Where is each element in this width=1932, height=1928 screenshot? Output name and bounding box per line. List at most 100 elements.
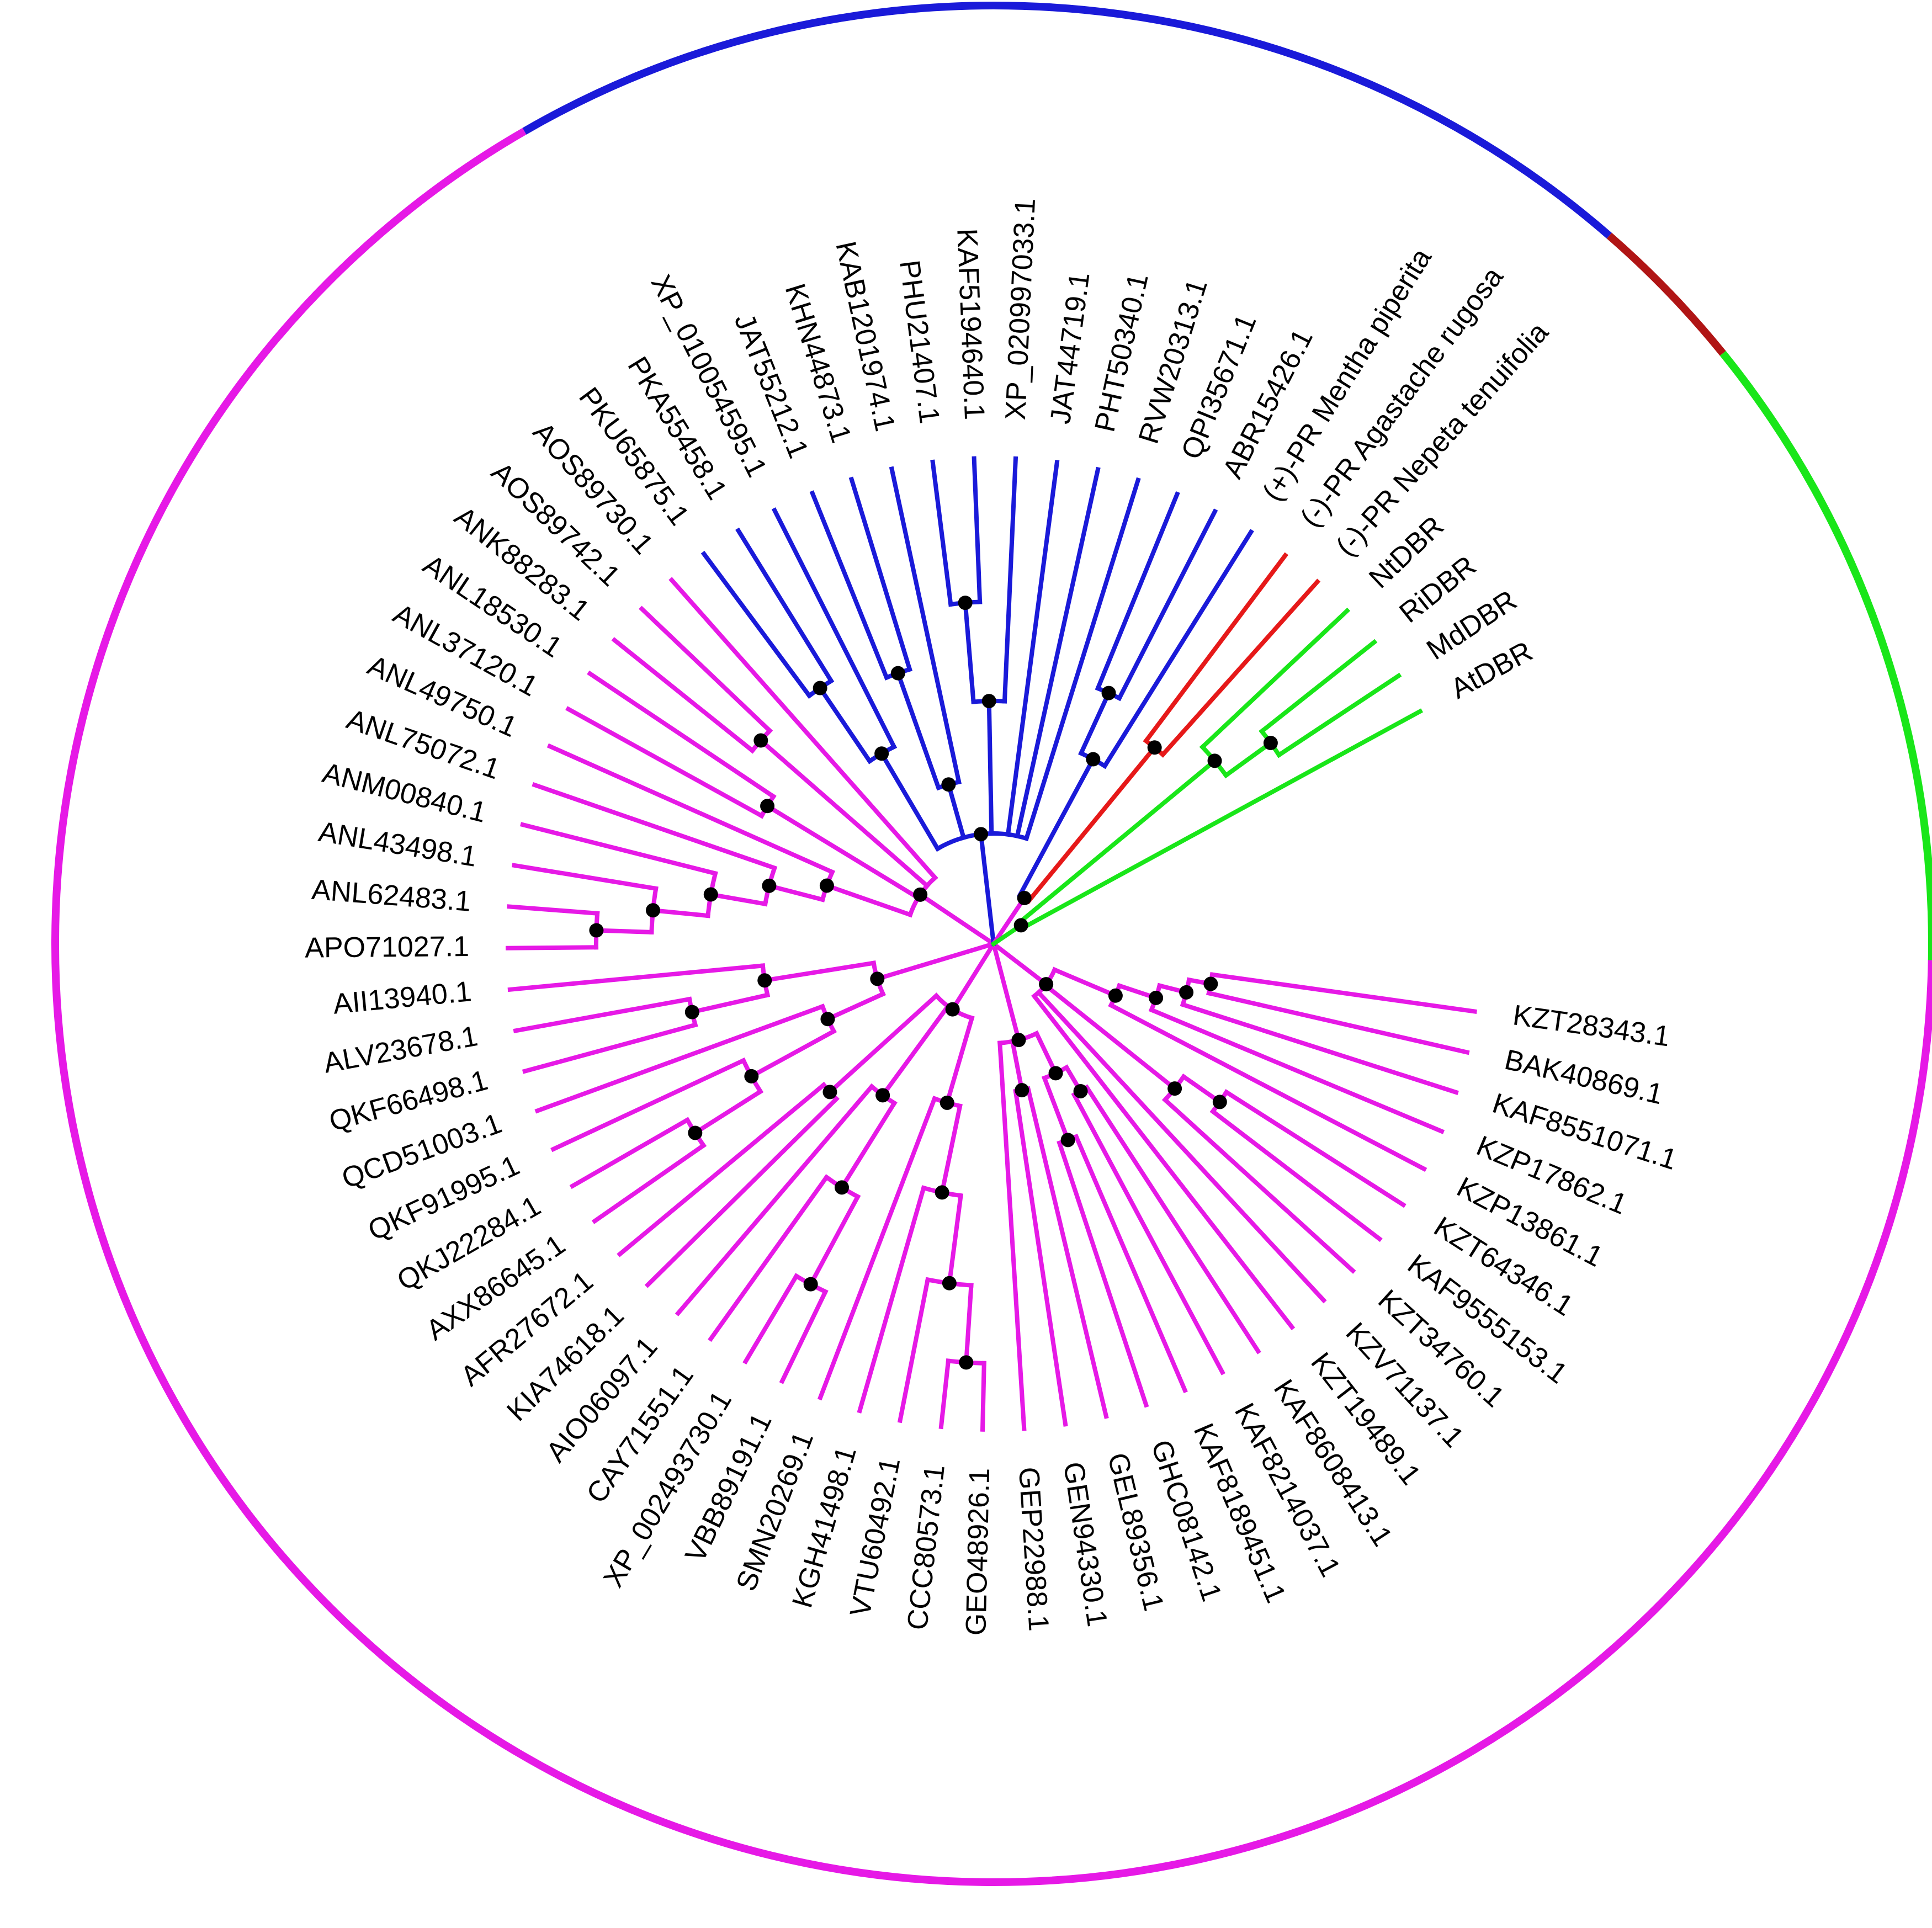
internal-branch (990, 941, 1049, 987)
tip-branch (1084, 1084, 1261, 1355)
tip-branch (644, 1096, 840, 1288)
ring-segment-blue (522, 2, 1612, 239)
internal-branch (1033, 1030, 1059, 1076)
tip-branch (550, 1057, 747, 1152)
tip-branch (708, 1174, 830, 1342)
node-marker (958, 596, 973, 610)
internal-branch (762, 960, 877, 983)
tip-branch (532, 782, 778, 871)
tip-branch (505, 945, 599, 950)
leaf-label: KAF5194640.1 (951, 228, 990, 421)
internal-branch (1052, 966, 1119, 999)
node-marker (1167, 1081, 1182, 1096)
node-marker (1263, 736, 1278, 751)
internal-branch (1223, 740, 1274, 779)
node-marker (1073, 1083, 1088, 1098)
node-marker (589, 923, 604, 938)
tip-branch (522, 1022, 698, 1074)
node-marker (1060, 1133, 1075, 1148)
tip-branch (889, 466, 962, 785)
node-marker (1011, 1033, 1026, 1048)
tip-branch (569, 1117, 691, 1189)
node-marker (803, 1277, 818, 1292)
node-marker (760, 799, 775, 814)
internal-branch (825, 991, 886, 1022)
internal-branch (808, 1193, 861, 1288)
node-markers (589, 596, 1278, 1370)
tip-branch (1073, 1134, 1188, 1394)
tip-branch (1025, 1086, 1109, 1419)
ring-segment-green (1719, 350, 1932, 960)
internal-branch (1010, 1039, 1025, 1093)
tip-branch (1015, 466, 1101, 839)
tip-branch (1206, 990, 1470, 1055)
tip-branch (1023, 477, 1141, 842)
node-marker (981, 694, 996, 709)
internal-branch (594, 928, 654, 935)
tip-branch (639, 606, 773, 734)
node-marker (945, 1002, 960, 1017)
node-marker (1015, 1083, 1029, 1098)
tip-branch (742, 1273, 800, 1365)
node-marker (819, 878, 834, 893)
internal-branch (708, 891, 768, 907)
node-marker (1017, 890, 1032, 905)
tip-branch (897, 1277, 931, 1424)
node-marker (913, 887, 928, 902)
tip-branch (1116, 508, 1218, 702)
leaf-label: JAT44719.1 (1044, 270, 1096, 426)
internal-branch (817, 685, 873, 764)
tip-branch (809, 490, 890, 681)
tip-branch (1005, 460, 1060, 837)
tip-branch (1209, 1108, 1383, 1242)
internal-branch (1042, 982, 1178, 1092)
node-marker (1013, 918, 1028, 933)
node-marker (703, 887, 718, 902)
leaf-label: GEN94330.1 (1057, 1460, 1113, 1629)
node-marker (813, 681, 827, 695)
node-marker (974, 827, 989, 842)
leaf-label: XP_020997033.1 (1000, 198, 1042, 421)
tip-branch (507, 963, 766, 992)
internal-branch (766, 883, 826, 902)
leaf-label: APO71027.1 (305, 931, 469, 964)
leaf-label: CCC80573.1 (901, 1463, 951, 1632)
internal-branch (991, 941, 1022, 1043)
tip-branch (668, 577, 938, 881)
tip-branch (1057, 1140, 1149, 1408)
internal-branch (1078, 690, 1112, 756)
ring-segment-magenta (51, 128, 1932, 1886)
tip-branch (1180, 1002, 1459, 1096)
internal-branch (1025, 744, 1158, 905)
tip-branch (930, 459, 953, 607)
tip-branch (587, 670, 777, 800)
leaf-label: GEP22988.1 (1012, 1466, 1055, 1632)
tip-branch (507, 904, 600, 916)
internal-branch (650, 907, 710, 918)
node-marker (688, 1125, 703, 1140)
tip-branch (1159, 578, 1321, 758)
node-marker (959, 1355, 974, 1370)
internal-branch (748, 1028, 837, 1080)
leaf-label: GEO48926.1 (960, 1468, 996, 1636)
tip-branch (938, 1358, 951, 1430)
tip-branch (1276, 672, 1402, 758)
tip-branch (1259, 639, 1378, 735)
node-marker (753, 733, 768, 748)
internal-branch (986, 699, 994, 836)
internal-branch (764, 803, 921, 901)
node-marker (835, 1180, 850, 1195)
ring-segment-dark-red (1606, 232, 1726, 356)
tip-branch (520, 822, 718, 877)
internal-branch (1180, 1074, 1223, 1106)
leaf-label: ANL62483.1 (311, 874, 473, 918)
tip-branch (675, 1083, 875, 1316)
internal-branch (949, 941, 997, 1013)
internal-branch (692, 1088, 764, 1136)
node-marker (744, 1069, 759, 1083)
tip-branch (1108, 1002, 1427, 1172)
node-marker (941, 777, 956, 792)
internal-branch (990, 895, 1028, 947)
node-marker (1039, 977, 1054, 992)
